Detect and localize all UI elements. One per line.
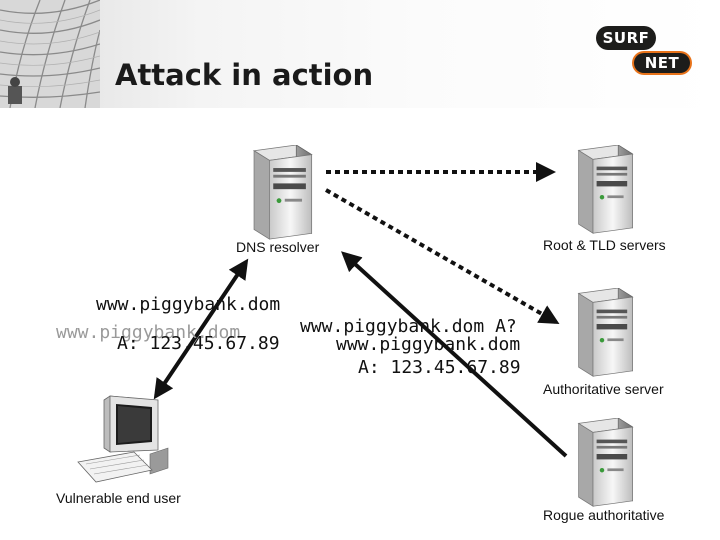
slide-title: Attack in action [115,58,374,92]
query-to-authoritative-arrow [325,188,560,324]
faded-query-text: www.piggybank.dom [56,322,241,343]
root-tld-server-icon [578,145,634,234]
root-tld-label: Root & TLD servers [543,237,666,253]
rogue-server-icon [578,418,634,507]
authoritative-label: Authoritative server [543,381,664,397]
reply-mid-address: A: 123.45.67.89 [358,357,521,378]
surfnet-logo: SURF NET [596,26,696,82]
logo-line-1: SURF [596,26,656,50]
computer-icon [77,395,169,483]
reply-left-name: www.piggybank.dom [96,294,281,315]
end-user-label: Vulnerable end user [56,490,181,506]
reply-left-address: A: 123.45.67.89 [117,333,280,354]
rogue-reply-arrow [341,251,568,458]
query-text: www.piggybank.dom A? [300,316,517,337]
building-photo [0,0,100,108]
rogue-label: Rogue authoritative [543,507,665,523]
slide-header: Attack in action SURF NET [0,0,720,108]
authoritative-server-icon [578,288,634,377]
logo-line-2: NET [634,53,690,73]
dns-resolver-server-icon [253,145,313,240]
reply-mid-name: www.piggybank.dom [336,334,521,355]
dns-resolver-label: DNS resolver [236,239,320,255]
resolver-user-arrow [153,258,249,400]
